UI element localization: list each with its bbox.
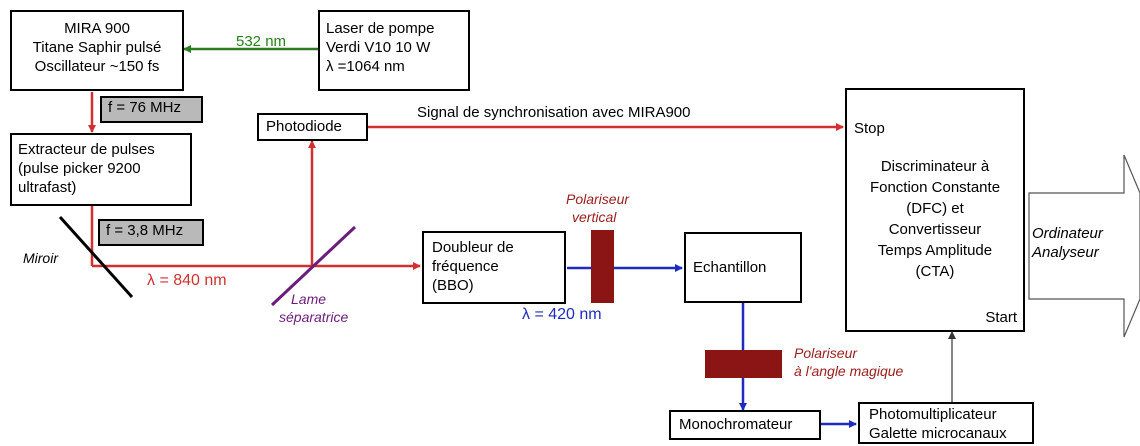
frequency-doubler-box: Doubleur de fréquence (BBO) <box>422 231 566 304</box>
sample-label: Echantillon <box>693 259 767 276</box>
monochromator-box: Monochromateur <box>669 410 821 440</box>
dfc-line-6: (CTA) <box>915 263 955 280</box>
extracteur-line-2: (pulse picker 9200 <box>18 160 141 177</box>
doubleur-line-2: fréquence <box>432 258 499 275</box>
laser-line-3: λ =1064 nm <box>326 58 405 75</box>
doubleur-line-3: (BBO) <box>432 277 474 294</box>
mirror-label: Miroir <box>23 250 58 266</box>
dfc-cta-box: Stop Discriminateur à Fonction Constante… <box>845 88 1025 332</box>
photomultiplier-box: Photomultiplicateur Galette microcanaux <box>858 402 1034 444</box>
polarizer-vertical <box>591 230 614 303</box>
dfc-line-2: Fonction Constante <box>869 179 1001 196</box>
extracteur-line-3: ultrafast) <box>18 179 77 196</box>
computer-analyzer-label: Ordinateur Analyseur <box>1032 224 1103 262</box>
mira-line-1: MIRA 900 <box>64 20 130 37</box>
polarizer-magic-angle <box>705 350 782 378</box>
polarizer-vertical-label: Polariseur vertical <box>566 190 629 226</box>
pump-wavelength-label: 532 nm <box>236 33 287 50</box>
beam-splitter-label: Lame séparatrice <box>279 290 348 326</box>
dfc-line-3: (DFC) et <box>906 200 964 217</box>
pol-vert-line-1: Polariseur <box>566 191 630 207</box>
lame-line-2: séparatrice <box>279 309 349 325</box>
wavelength-840-label: λ = 840 nm <box>147 272 227 289</box>
dfc-line-1: Discriminateur à <box>880 158 990 175</box>
frequency-38-badge: f = 3,8 MHz <box>98 219 204 246</box>
pol-vert-line-2: vertical <box>572 209 617 225</box>
lame-line-1: Lame <box>291 291 327 307</box>
laser-line-1: Laser de pompe <box>326 20 435 37</box>
photodiode-label: Photodiode <box>266 118 342 135</box>
monochromator-label: Monochromateur <box>679 416 793 433</box>
doubleur-line-1: Doubleur de <box>432 239 514 256</box>
mira-line-3: Oscillateur ~150 fs <box>34 58 160 75</box>
pm-line-2: Galette microcanaux <box>869 425 1007 442</box>
start-label: Start <box>985 309 1017 326</box>
mira-line-2: Titane Saphir pulsé <box>32 39 162 56</box>
pm-line-1: Photomultiplicateur <box>869 406 997 423</box>
pol-magic-line-2: à l'angle magique <box>794 363 904 379</box>
sync-signal-label: Signal de synchronisation avec MIRA900 <box>417 104 691 121</box>
ordinateur-line-2: Analyseur <box>1032 244 1099 261</box>
wavelength-420-label: λ = 420 nm <box>522 306 602 323</box>
beam-splitter-element <box>270 225 357 307</box>
pump-laser-box: Laser de pompe Verdi V10 10 W λ =1064 nm <box>318 10 470 91</box>
dfc-line-4: Convertisseur <box>888 221 982 238</box>
dfc-description: Discriminateur à Fonction Constante (DFC… <box>847 156 1023 282</box>
polarizer-magic-label: Polariseur à l'angle magique <box>794 344 903 380</box>
extracteur-line-1: Extracteur de pulses <box>18 141 155 158</box>
ordinateur-line-1: Ordinateur <box>1032 225 1103 242</box>
pol-magic-line-1: Polariseur <box>794 345 858 361</box>
mirror-element <box>58 215 134 299</box>
frequency-76-badge: f = 76 MHz <box>100 96 203 123</box>
photodiode-box: Photodiode <box>257 113 368 141</box>
ordinateur-arrow-shape <box>1028 154 1140 338</box>
pulse-picker-box: Extracteur de pulses (pulse picker 9200 … <box>10 133 192 206</box>
dfc-line-5: Temps Amplitude <box>877 242 993 259</box>
mira-oscillator-box: MIRA 900 Titane Saphir pulsé Oscillateur… <box>10 10 184 91</box>
laser-line-2: Verdi V10 10 W <box>326 39 431 56</box>
stop-label: Stop <box>854 120 885 137</box>
sample-box: Echantillon <box>684 232 802 303</box>
